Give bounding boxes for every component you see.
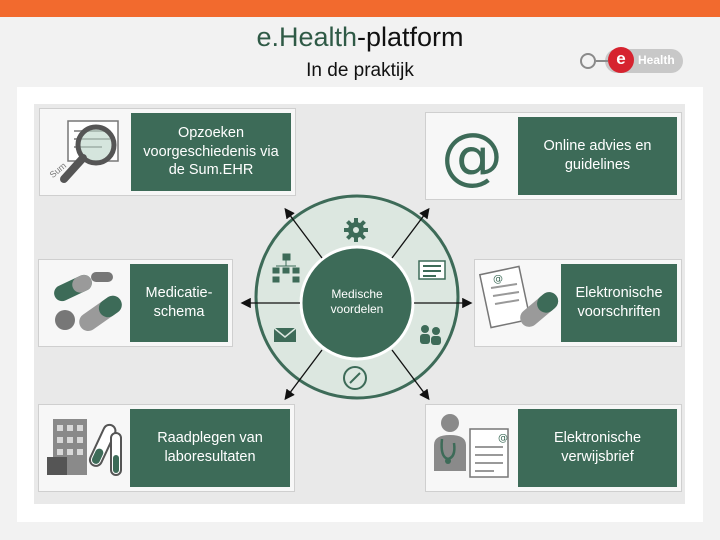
doctor-letter-icon: @ bbox=[434, 414, 509, 478]
title-platform: -platform bbox=[357, 22, 464, 52]
logo-label: Health bbox=[638, 53, 675, 67]
arrow-sumehr bbox=[284, 207, 323, 259]
ehealth-logo: e Health bbox=[578, 46, 686, 76]
arrow-online bbox=[391, 207, 430, 259]
card-medicatieschema-label: Medicatie-schema bbox=[130, 264, 228, 342]
benefits-diagram bbox=[240, 194, 473, 401]
logo-ring bbox=[580, 53, 596, 69]
page-subtitle: In de praktijk bbox=[306, 60, 414, 81]
hub-label: Medische voordelen bbox=[330, 287, 384, 316]
at-sign-icon: @ bbox=[441, 119, 503, 192]
pills-icon bbox=[54, 272, 122, 331]
card-medicatieschema[interactable]: Medicatie-schema bbox=[38, 259, 233, 347]
magnifier-sumehr-icon: Sum bbox=[48, 120, 119, 183]
compass-icon bbox=[343, 366, 367, 390]
arrow-labo bbox=[284, 349, 323, 401]
title-ehealth: e.Health bbox=[256, 22, 358, 52]
card-online-advies-label: Online advies en guidelines bbox=[518, 117, 677, 195]
card-laboresultaten[interactable]: Raadplegen van laboresultaten bbox=[38, 404, 295, 492]
card-sumehr[interactable]: Sum Opzoeken voorgeschiedenis via de Sum… bbox=[39, 108, 296, 196]
logo-e-badge: e bbox=[608, 47, 634, 73]
card-elektronische-voorschriften-label: Elektronische voorschriften bbox=[561, 264, 677, 342]
card-laboresultaten-label: Raadplegen van laboresultaten bbox=[130, 409, 290, 487]
svg-text:@: @ bbox=[498, 433, 508, 444]
gear-icon bbox=[344, 218, 368, 242]
card-elektronische-verwijsbrief-label: Elektronische verwijsbrief bbox=[518, 409, 677, 487]
org-chart-icon bbox=[272, 253, 300, 283]
arrow-verwijsbrief bbox=[391, 349, 430, 401]
card-online-advies[interactable]: @ Online advies en guidelines bbox=[425, 112, 682, 200]
page-title: e.Health-platform bbox=[0, 22, 720, 53]
prescription-pills-icon: @ bbox=[479, 265, 559, 329]
card-elektronische-voorschriften[interactable]: @ Elektronische voorschriften bbox=[474, 259, 682, 347]
svg-text:@: @ bbox=[441, 119, 503, 192]
top-accent-bar bbox=[0, 0, 720, 17]
svg-text:@: @ bbox=[493, 274, 503, 285]
hub-circle bbox=[299, 245, 415, 361]
card-sumehr-label: Opzoeken voorgeschiedenis via de Sum.EHR bbox=[131, 113, 291, 191]
envelope-icon bbox=[273, 327, 297, 342]
form-icon bbox=[418, 260, 446, 280]
logo-connector bbox=[596, 60, 608, 62]
people-icon bbox=[420, 325, 441, 345]
lab-building-icon bbox=[47, 419, 122, 476]
card-elektronische-verwijsbrief[interactable]: @ Elektronische verwijsbrief bbox=[425, 404, 682, 492]
